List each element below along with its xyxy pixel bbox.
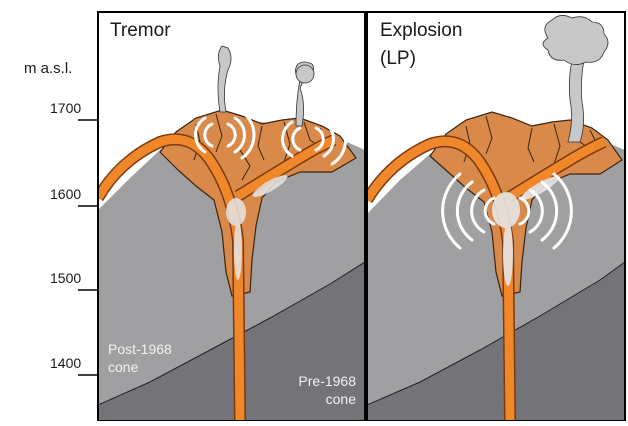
pre-1968-line1: Pre-1968 [298, 372, 356, 390]
post-1968-line2: cone [108, 358, 172, 376]
tick-label-1600: 1600 [50, 186, 81, 202]
axis-title: m a.s.l. [24, 60, 72, 77]
panel-title-lp: (LP) [380, 48, 416, 70]
panel-title-explosion: Explosion [380, 20, 462, 42]
post-1968-cone-label: Post-1968 cone [108, 340, 172, 376]
panel-explosion [367, 12, 625, 421]
post-1968-line1: Post-1968 [108, 340, 172, 358]
tick-label-1500: 1500 [50, 270, 81, 286]
pre-1968-line2: cone [298, 390, 356, 408]
tick-label-1400: 1400 [50, 355, 81, 371]
panel-title-tremor: Tremor [110, 20, 171, 42]
pre-1968-cone-label: Pre-1968 cone [298, 372, 356, 408]
tick-label-1700: 1700 [50, 100, 81, 116]
